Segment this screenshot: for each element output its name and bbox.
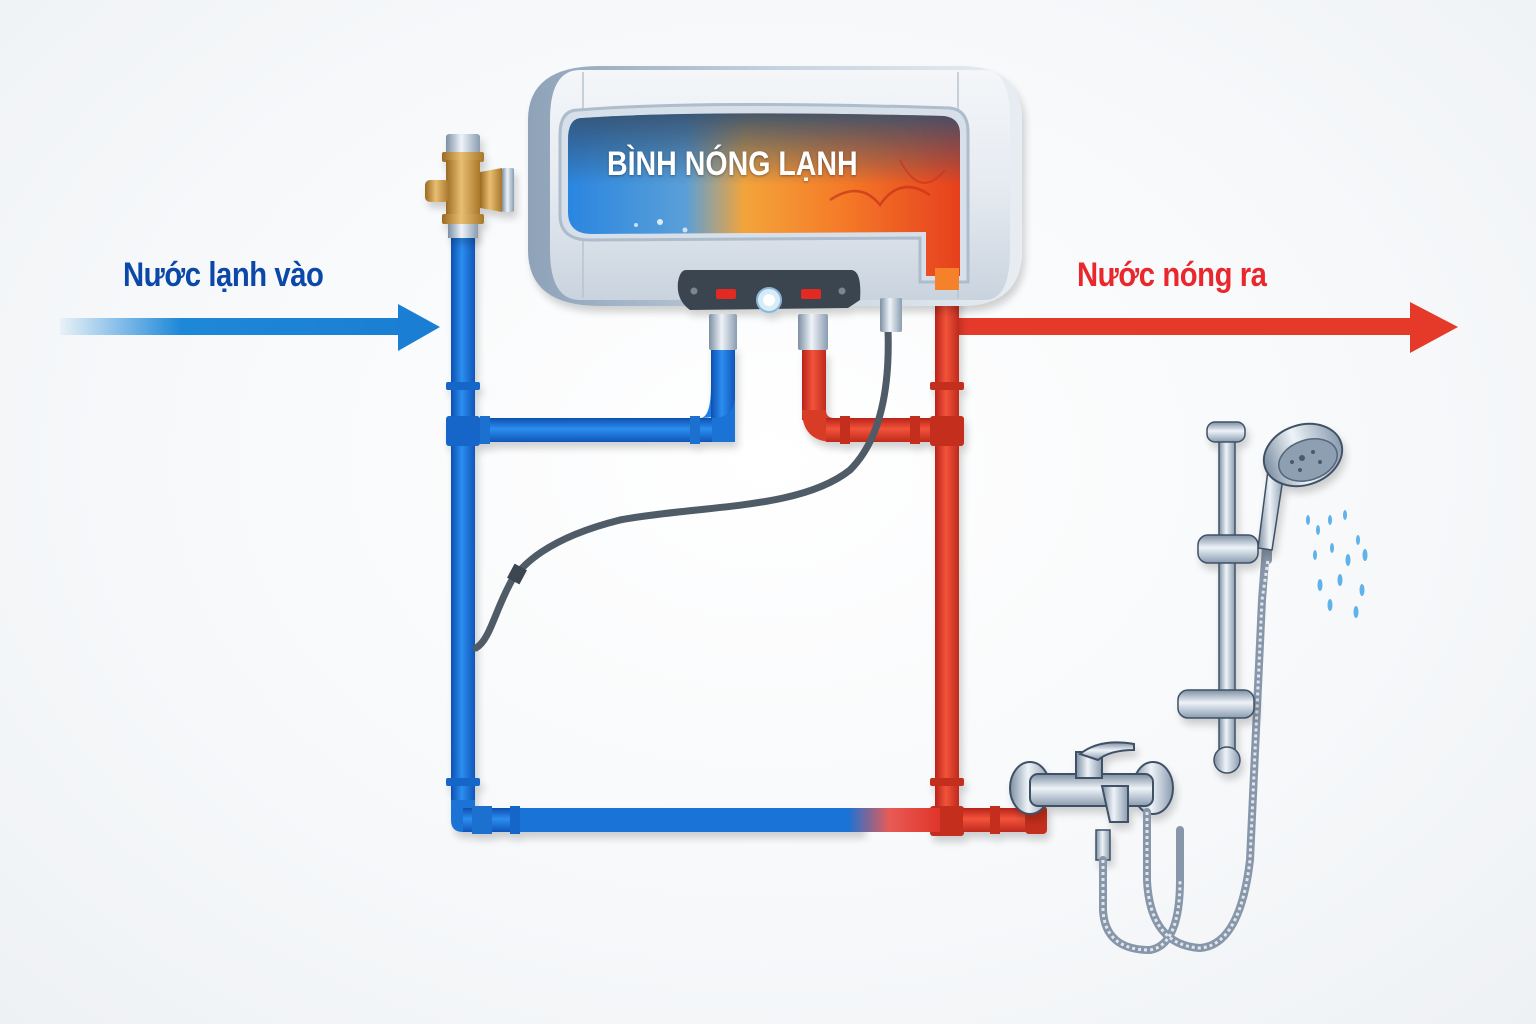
hot-water-outlet-label: Nước nóng ra	[1077, 256, 1267, 294]
power-cable-sleeve	[507, 563, 527, 585]
hot-water-pipes	[802, 282, 1047, 836]
cold-inlet-arrow	[60, 304, 440, 351]
shower-hose	[1099, 519, 1272, 955]
water-heater-tank	[528, 66, 1022, 313]
power-cable	[472, 326, 892, 652]
brass-safety-valve-icon	[425, 134, 514, 238]
water-spray	[1306, 510, 1368, 618]
cold-water-pipes	[446, 220, 863, 834]
shower-mixer-tap-icon	[1009, 741, 1174, 861]
shower-rail	[1177, 421, 1259, 774]
heater-title: BÌNH NÓNG LẠNH	[607, 145, 858, 183]
hand-shower-icon	[1257, 422, 1344, 551]
cold-water-inlet-label: Nước lạnh vào	[123, 256, 324, 294]
heater-inlet-outlet-connectors	[709, 268, 959, 350]
mixed-water-pipe	[520, 808, 940, 832]
hot-outlet-arrow	[955, 302, 1458, 353]
